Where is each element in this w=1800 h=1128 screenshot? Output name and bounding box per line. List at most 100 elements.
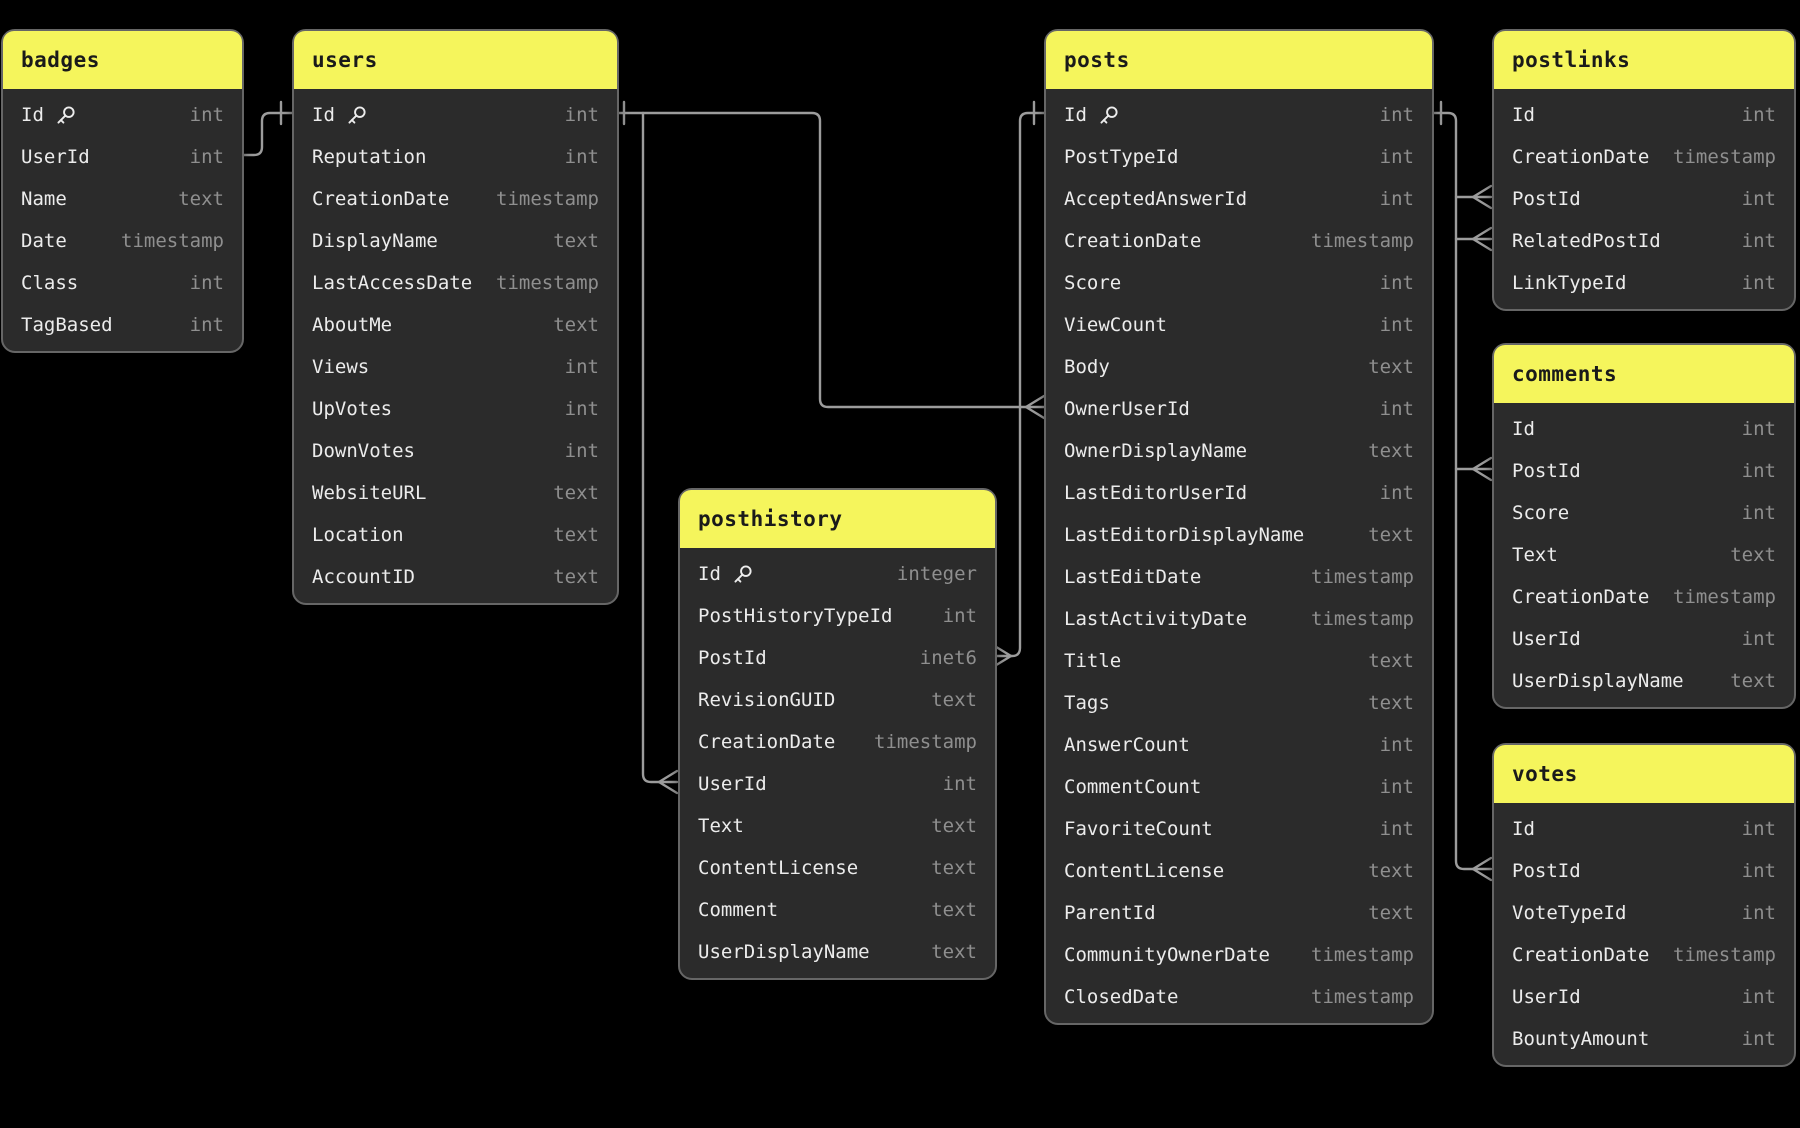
relationship-path[interactable] [238, 111, 294, 157]
relationship-users-posthistory-line[interactable] [641, 111, 679, 795]
field-row-badges-Id[interactable]: Id int [3, 94, 242, 136]
relationship-posts-comments-postid-line[interactable] [1454, 456, 1493, 482]
field-name: Id [1512, 808, 1535, 850]
field-name: Body [1064, 346, 1110, 388]
relationship-posts-votes-line[interactable] [1428, 100, 1493, 882]
field-name-label: CreationDate [1512, 586, 1650, 608]
relationship-badges-users-line[interactable] [238, 100, 294, 157]
field-name-label: ParentId [1064, 902, 1156, 924]
field-name-label: AboutMe [312, 314, 393, 336]
field-row-posts-Id[interactable]: Id int [1046, 94, 1432, 136]
relationship-path[interactable] [1009, 111, 1046, 658]
field-row-posthistory-Id[interactable]: Id integer [680, 553, 995, 595]
table-header[interactable]: users [294, 31, 617, 89]
table-header[interactable]: badges [3, 31, 242, 89]
relationship-path[interactable] [612, 111, 1028, 409]
table-header[interactable]: posthistory [680, 490, 995, 548]
relationship-posts-postlinks-relatedpostid-line[interactable] [1454, 226, 1493, 252]
relationship-path[interactable] [1428, 111, 1475, 871]
table-header[interactable]: postlinks [1494, 31, 1794, 89]
relationship-users-posts-line[interactable] [612, 100, 1046, 420]
relationship-posts-postlinks-postid-line[interactable] [1454, 184, 1493, 210]
table-header[interactable]: comments [1494, 345, 1794, 403]
relationship-path[interactable] [641, 111, 661, 784]
table-header[interactable]: posts [1046, 31, 1432, 89]
table-header[interactable]: votes [1494, 745, 1794, 803]
field-row-users-Id[interactable]: Id int [294, 94, 617, 136]
